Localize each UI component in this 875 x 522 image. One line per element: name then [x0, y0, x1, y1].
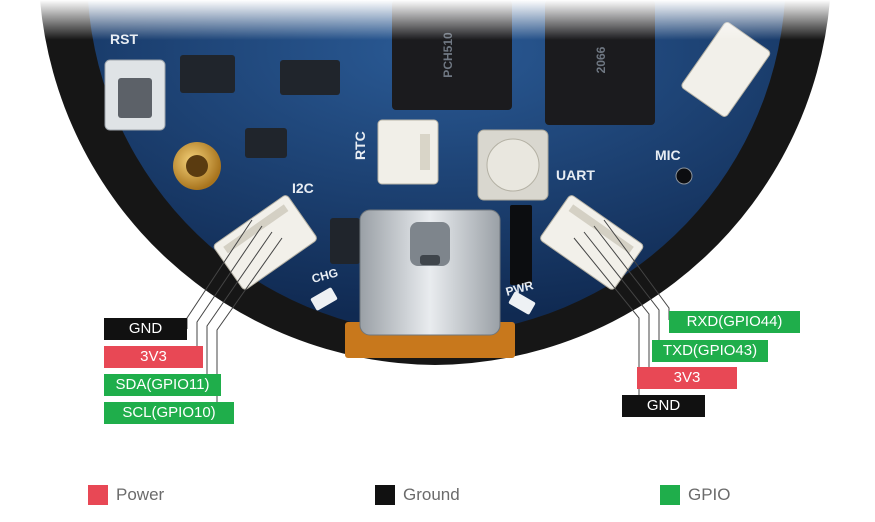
reset-button [104, 59, 166, 131]
potentiometer [477, 129, 549, 201]
microphone [675, 167, 693, 185]
pin-header [510, 205, 532, 285]
legend-gpio-label: GPIO [688, 485, 731, 504]
legend-gpio-swatch [660, 485, 680, 505]
i2c-pin-sda: SDA(GPIO11) [104, 374, 221, 396]
legend-power: Power [88, 484, 164, 506]
silk-uart: UART [556, 167, 595, 183]
i2c-pin-scl: SCL(GPIO10) [104, 402, 234, 424]
silk-chg: CHG [310, 265, 339, 285]
silk-rtc: RTC [352, 131, 368, 160]
legend-ground-swatch [375, 485, 395, 505]
legend-power-swatch [88, 485, 108, 505]
svg-text:2066: 2066 [594, 46, 608, 73]
leader-uart-3v3 [583, 231, 650, 378]
small-components [180, 55, 360, 264]
pwr-led [508, 291, 536, 315]
uart-pin-txd: TXD(GPIO43) [652, 340, 768, 362]
top-fade [0, 0, 875, 40]
legend-ground-label: Ground [403, 485, 460, 504]
uart-pin-3v3: 3V3 [637, 367, 737, 389]
chg-led [310, 287, 338, 311]
uart-pin-rxd: RXD(GPIO44) [669, 311, 800, 333]
svg-text:PCH510: PCH510 [441, 32, 455, 78]
i2c-pin-gnd: GND [104, 318, 187, 340]
rtc-connector [377, 119, 439, 185]
leader-i2c-3v3 [196, 225, 263, 356]
legend-gpio: GPIO [660, 484, 731, 506]
usb-c-connector [359, 209, 501, 336]
leader-uart-txd [593, 225, 660, 351]
uart-pin-gnd: GND [622, 395, 705, 417]
leader-i2c-sda [206, 231, 273, 384]
legend-power-label: Power [116, 485, 165, 504]
i2c-pin-3v3: 3V3 [104, 346, 203, 368]
silk-mic: MIC [655, 147, 681, 163]
mounting-hole [173, 142, 221, 190]
legend-ground: Ground [375, 484, 460, 506]
silk-i2c: I2C [292, 180, 314, 196]
leader-i2c-gnd [186, 219, 253, 329]
